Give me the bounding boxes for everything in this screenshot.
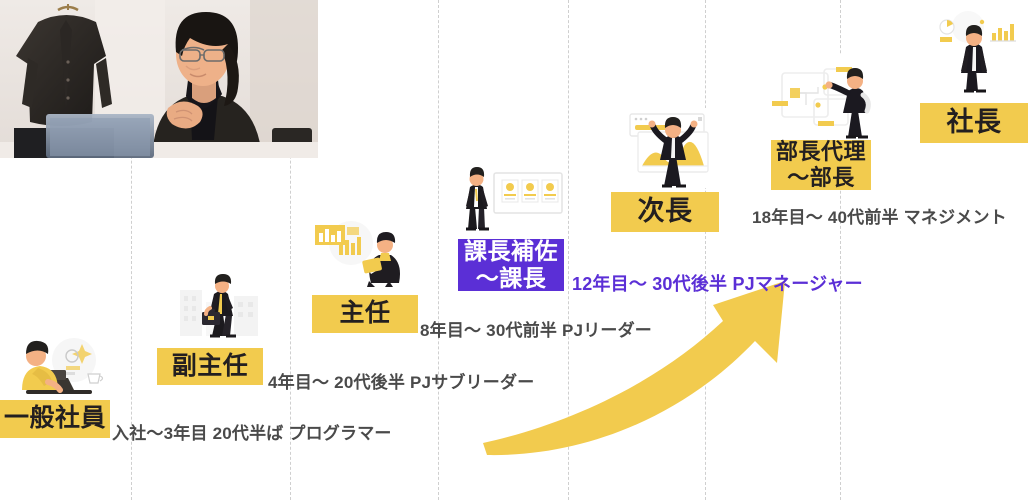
gridline — [840, 0, 841, 500]
rank-chip-7: 社長 — [920, 103, 1028, 143]
illustration-businessman-with-briefcase — [172, 268, 277, 340]
gridline — [290, 0, 291, 500]
interview-photo — [0, 0, 318, 158]
illustration-person-at-laptop — [8, 330, 118, 402]
illustration-suited-man-with-cards-board — [458, 163, 566, 235]
rank-chip-6: 部長代理 〜部長 — [771, 139, 871, 190]
illustration-suited-man-with-analytics — [928, 5, 1028, 95]
step-caption-6: 18年目〜 40代前半 マネジメント — [752, 208, 1007, 227]
gridline — [705, 0, 706, 500]
rank-chip-4: 課長補佐 〜課長 — [458, 238, 564, 291]
gridline — [438, 0, 439, 500]
rank-chip-2: 副主任 — [157, 348, 263, 385]
step-caption-3: 8年目〜 30代前半 PJリーダー — [420, 321, 653, 340]
step-caption-1: 入社〜3年目 20代半ば プログラマー — [112, 424, 392, 443]
step-caption-2: 4年目〜 20代後半 PJサブリーダー — [268, 373, 535, 392]
illustration-person-with-tablet-and-charts — [305, 215, 413, 287]
gridline — [568, 0, 569, 500]
gridline — [131, 0, 132, 500]
rank-chip-5: 次長 — [611, 192, 719, 232]
rank-chip-3: 主任 — [312, 295, 418, 333]
step-caption-4: 12年目〜 30代後半 PJマネージャー — [572, 274, 863, 294]
illustration-man-pointing-at-flowchart — [772, 55, 880, 140]
illustration-man-presenting-area-chart — [618, 108, 723, 188]
upward-growth-arrow — [483, 281, 785, 456]
rank-chip-1: 一般社員 — [0, 400, 110, 438]
